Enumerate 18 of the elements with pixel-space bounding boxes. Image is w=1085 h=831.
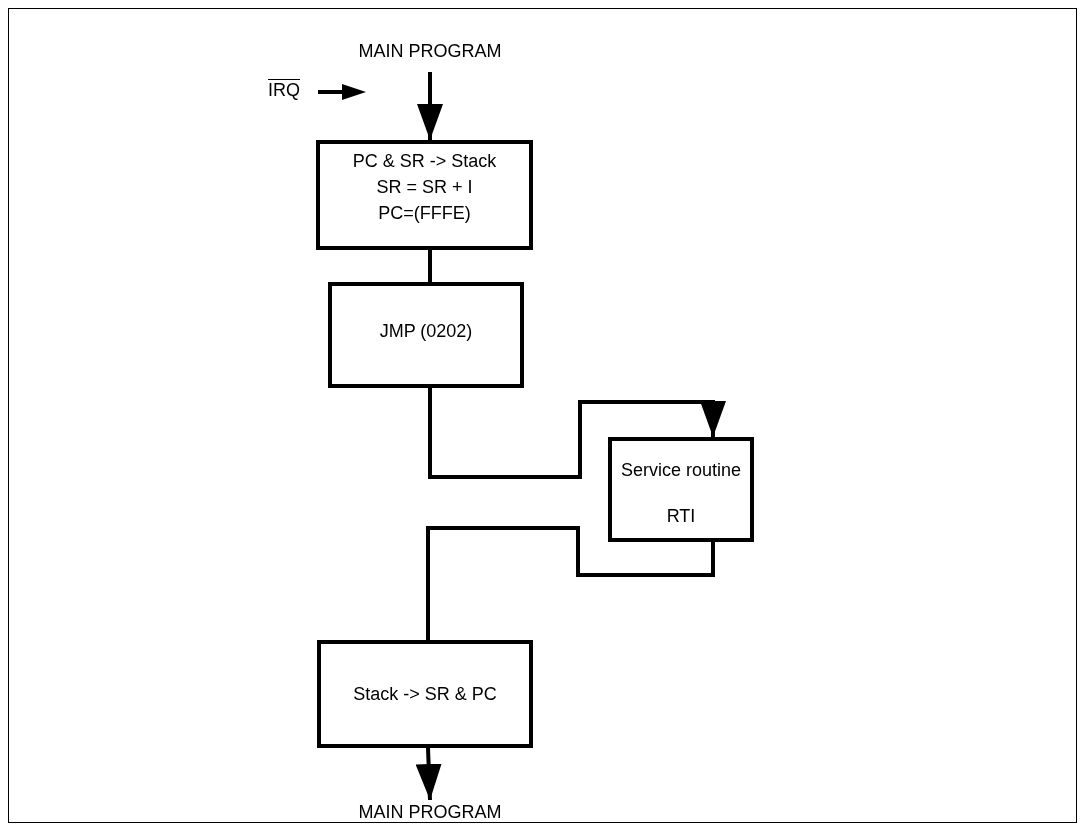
connector-line [428, 250, 432, 282]
box-text: Stack -> SR & PC [352, 683, 498, 706]
box-text: RTI [665, 505, 697, 528]
arrow [428, 388, 726, 479]
box-text: JMP (0202) [378, 320, 474, 343]
connector-line [426, 526, 715, 640]
process-box [317, 640, 533, 748]
flow-label: MAIN PROGRAM [357, 40, 503, 63]
box-text: SR = SR + I [375, 176, 474, 199]
arrow [415, 747, 442, 801]
process-box [608, 437, 754, 542]
flow-label: MAIN PROGRAM [357, 801, 503, 824]
box-text: Service routine [619, 459, 743, 482]
process-box [316, 140, 533, 250]
box-text: PC=(FFFE) [377, 202, 472, 225]
signal-label: IRQ [268, 79, 300, 102]
box-text: PC & SR -> Stack [351, 150, 498, 173]
process-box [328, 282, 524, 388]
